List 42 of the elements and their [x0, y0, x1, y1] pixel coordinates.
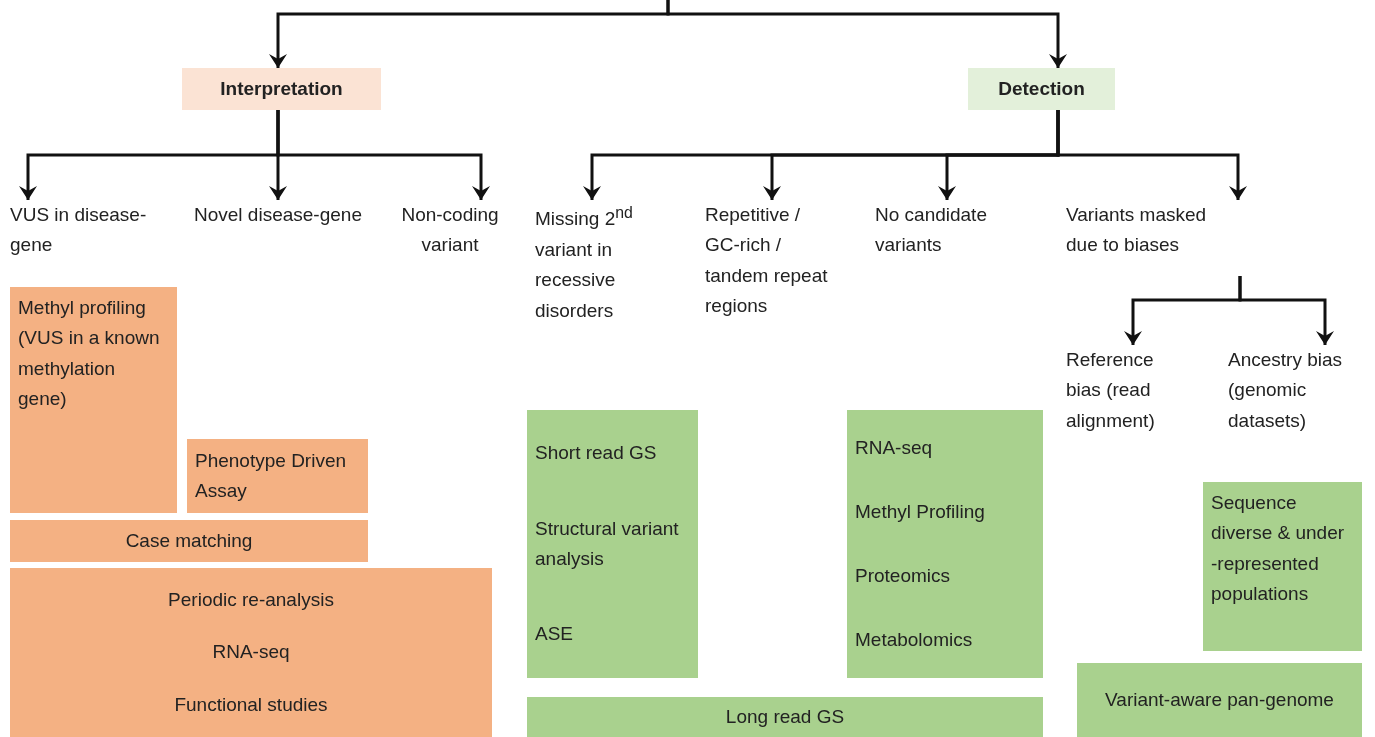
method-text: Sequence diverse & under -represented populations: [1211, 491, 1346, 607]
method-text: Interpretation: [219, 76, 344, 101]
method-text: Functional studies: [173, 692, 329, 717]
method-box: [10, 287, 177, 513]
method-text: Metabolomics: [855, 627, 974, 652]
method-box: [527, 697, 1043, 737]
method-box: [10, 568, 492, 737]
method-text: Detection: [997, 76, 1086, 101]
method-text: RNA-seq: [211, 640, 291, 665]
method-text: Methyl profiling (VUS in a known methylation gene): [18, 296, 161, 412]
method-box: [527, 410, 698, 678]
method-text: Variant-aware pan-genome: [1104, 687, 1335, 712]
arrow: [666, 0, 1067, 68]
arrow: [1238, 276, 1334, 345]
method-text: Periodic re-analysis: [167, 587, 335, 612]
category-box: [182, 68, 381, 110]
method-text: Proteomics: [855, 563, 952, 588]
branch-label-text: Novel disease-gene: [193, 203, 363, 227]
method-box: [10, 520, 368, 562]
branch-label-text: Ancestry bias (genomic datasets): [1228, 348, 1344, 433]
method-box: [187, 439, 368, 513]
method-text: Short read GS: [535, 441, 658, 466]
method-text: ASE: [535, 622, 575, 647]
branch-label-text: VUS in disease-gene: [10, 203, 148, 258]
arrow: [1056, 110, 1247, 200]
method-text: Structural variant analysis: [535, 516, 680, 571]
branch-label-text: Repetitive / GC-rich / tandem repeat regions: [705, 203, 829, 319]
branch-label-text: Missing 2$^{nd}$ variant in recessive disorders: [535, 203, 634, 323]
method-box: [1203, 482, 1362, 651]
method-text: RNA-seq: [855, 435, 934, 460]
method-text: Phenotype Driven Assay: [195, 448, 348, 503]
branch-label-text: Variants masked due to biases: [1066, 203, 1208, 258]
branch-label-text: No candidate variants: [875, 203, 988, 258]
branch-label-text: Non-coding variant: [400, 203, 500, 258]
branch-label-text: Reference bias (read alignment): [1066, 348, 1156, 433]
category-box: [968, 68, 1115, 110]
arrow: [276, 110, 490, 200]
method-text: Long read GS: [724, 704, 846, 729]
method-text: Case matching: [124, 528, 254, 553]
method-box: [1077, 663, 1362, 737]
method-text: Methyl Profiling: [855, 499, 986, 524]
method-box: [847, 410, 1043, 678]
